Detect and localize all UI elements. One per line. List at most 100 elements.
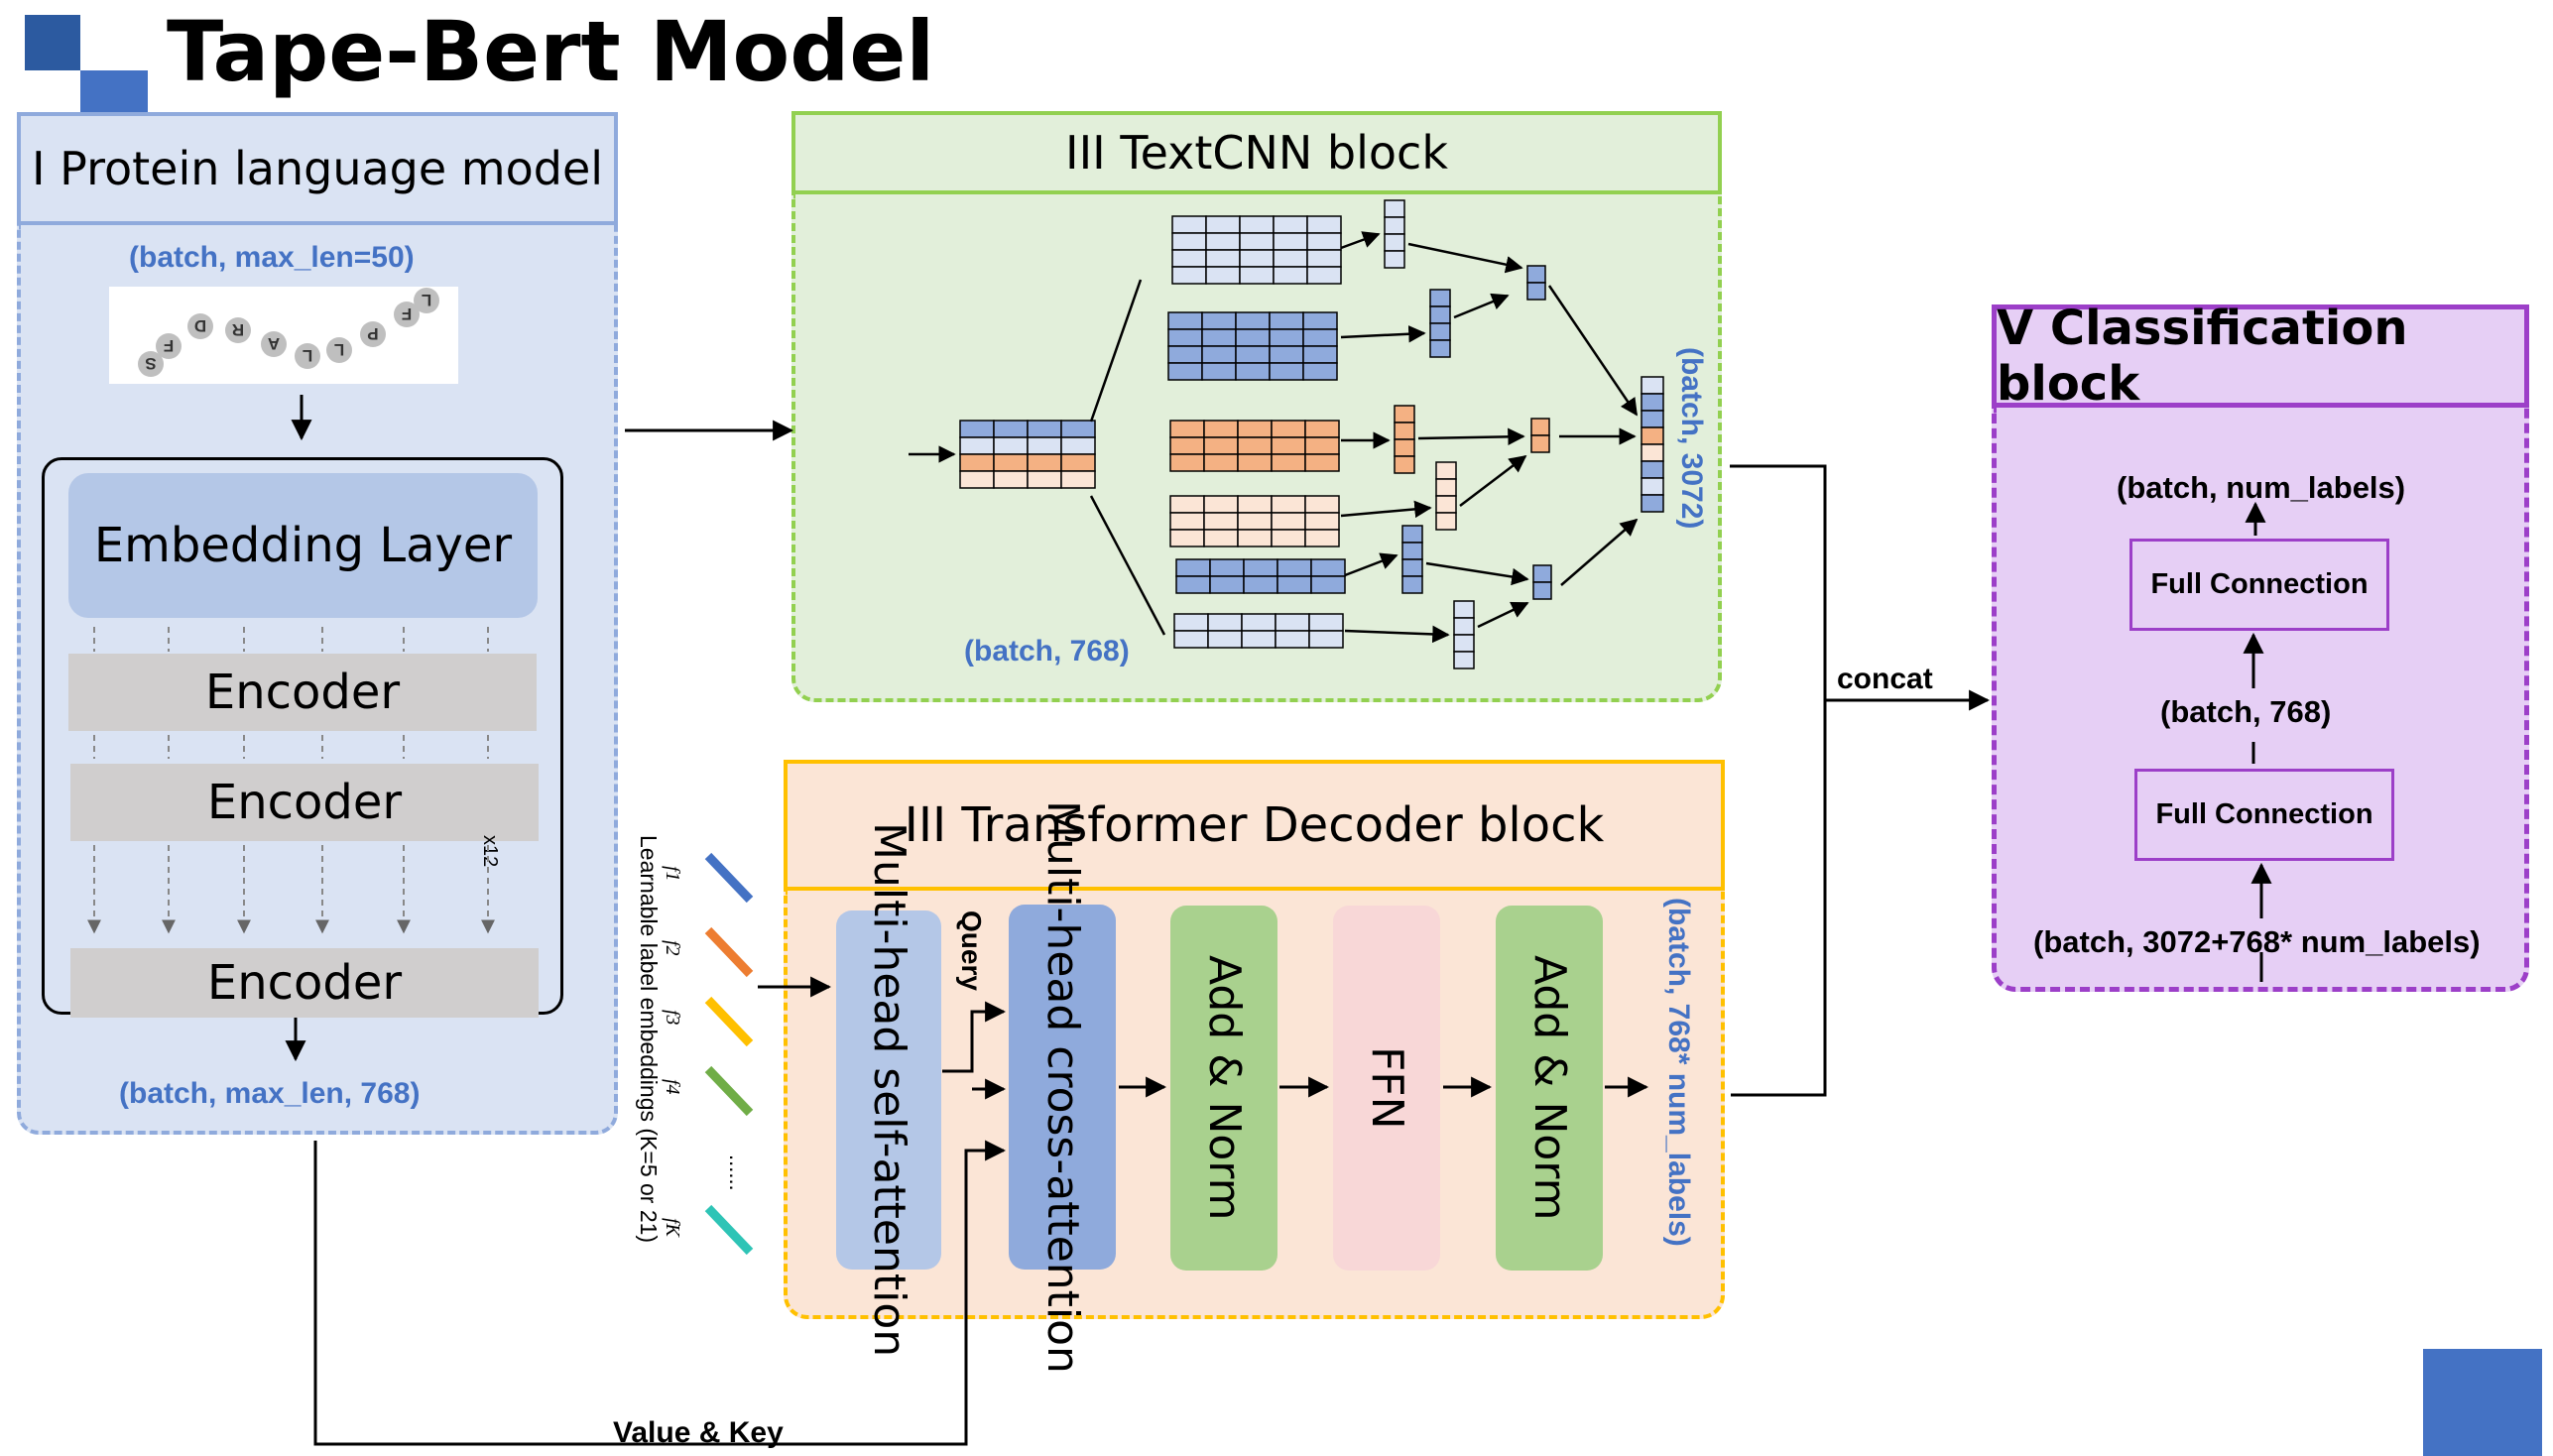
feature-vector-cell	[1435, 461, 1457, 480]
concat-label: concat	[1837, 663, 1933, 695]
conv-map-cell	[1203, 453, 1239, 472]
conv-map-cell	[1302, 328, 1338, 347]
encoder-dashed-arrows	[87, 627, 495, 934]
feature-vector-cell	[1401, 525, 1423, 544]
cross-attention-label: Multi-head cross-attention	[1037, 800, 1088, 1374]
cnn-input-cell	[993, 436, 1029, 455]
conv-map-cell	[1203, 495, 1239, 514]
feature-vector-cell	[1435, 512, 1457, 531]
protein-block-title: I Protein language model	[17, 112, 618, 225]
conv-map-cell	[1276, 558, 1312, 577]
encoder-2: Encoder	[70, 764, 539, 841]
conv-map-cell	[1205, 266, 1241, 285]
conv-map-cell	[1302, 362, 1338, 381]
conv-map-cell	[1304, 436, 1340, 455]
self-attention-block: Multi-head self-attention	[836, 822, 941, 1358]
label-embedding-stick	[704, 1065, 754, 1117]
conv-map-cell	[1269, 328, 1304, 347]
feature-vector-cell	[1453, 651, 1475, 669]
conv-map-cell	[1310, 558, 1346, 577]
conv-map-cell	[1239, 249, 1275, 268]
conv-map-cell	[1269, 362, 1304, 381]
conv-map-cell	[1205, 215, 1241, 234]
conv-map-cell	[1235, 311, 1271, 330]
conv-map-cell	[1239, 266, 1275, 285]
protein-output-shape: (batch, max_len, 768)	[119, 1077, 421, 1110]
conv-map-cell	[1239, 215, 1275, 234]
sequence-bead	[326, 337, 352, 363]
pooled-cell	[1532, 581, 1552, 600]
concat-vector-cell	[1641, 443, 1664, 462]
cnn-input-cell	[959, 436, 995, 455]
conv-map-cell	[1207, 613, 1243, 632]
conv-map-cell	[1173, 630, 1209, 649]
sequence-bead	[187, 313, 213, 339]
conv-map-cell	[1273, 249, 1308, 268]
cnn-input-cell	[1060, 453, 1096, 472]
feature-vector-cell	[1401, 575, 1423, 594]
conv-map-cell	[1205, 249, 1241, 268]
cnn-input-cell	[1027, 420, 1062, 438]
conv-map-cell	[1302, 345, 1338, 364]
conv-map-cell	[1207, 630, 1243, 649]
conv-map-cell	[1239, 232, 1275, 251]
cnn-input-cell	[993, 470, 1029, 489]
pooled-cell	[1530, 418, 1550, 436]
feature-vector-cell	[1401, 542, 1423, 560]
concat-vector-cell	[1641, 376, 1664, 395]
cnn-input-cell	[1027, 453, 1062, 472]
conv-map-cell	[1241, 613, 1276, 632]
conv-map-cell	[1203, 512, 1239, 531]
conv-map-cell	[1271, 453, 1306, 472]
conv-map-cell	[1269, 311, 1304, 330]
concat-vector-cell	[1641, 426, 1664, 445]
conv-map-cell	[1275, 630, 1310, 649]
conv-map-cell	[1171, 249, 1207, 268]
feature-vector-cell	[1384, 216, 1405, 235]
label-name: f1	[662, 866, 683, 882]
classification-output-shape: (batch, num_labels)	[2117, 470, 2406, 505]
conv-map-cell	[1306, 249, 1342, 268]
conv-map-cell	[1306, 232, 1342, 251]
sequence-letter: L	[334, 340, 344, 359]
conv-map-cell	[1171, 232, 1207, 251]
conv-map-cell	[1276, 575, 1312, 594]
feature-vector-cell	[1453, 617, 1475, 636]
conv-map-cell	[1273, 232, 1308, 251]
textcnn-input-shape: (batch, 768)	[964, 635, 1130, 667]
pooled-cell	[1526, 282, 1546, 301]
conv-map-cell	[1169, 436, 1205, 455]
label-embedding-stick	[704, 926, 754, 978]
cnn-input-cell	[1060, 436, 1096, 455]
feature-vector-cell	[1429, 305, 1451, 324]
conv-map-cell	[1203, 529, 1239, 547]
conv-map-cell	[1171, 266, 1207, 285]
ffn-block: FFN	[1333, 906, 1440, 1271]
conv-map-cell	[1304, 495, 1340, 514]
embedding-layer: Embedding Layer	[68, 473, 538, 618]
conv-map-cell	[1169, 420, 1205, 438]
conv-map-cell	[1271, 512, 1306, 531]
concat-vector-cell	[1641, 494, 1664, 513]
conv-map-cell	[1175, 558, 1211, 577]
feature-vector-cell	[1435, 495, 1457, 514]
pooled-cell	[1532, 564, 1552, 583]
textcnn-feature-maps	[909, 199, 1664, 669]
connector-lines	[285, 395, 2272, 1446]
conv-map-cell	[1243, 575, 1278, 594]
cnn-input-cell	[959, 470, 995, 489]
conv-map-cell	[1310, 575, 1346, 594]
sequence-bead	[225, 317, 251, 343]
conv-map-cell	[1173, 613, 1209, 632]
conv-map-cell	[1237, 453, 1273, 472]
encoder-3: Encoder	[70, 948, 539, 1018]
feature-vector-cell	[1453, 634, 1475, 653]
conv-map-cell	[1201, 328, 1237, 347]
feature-vector-cell	[1394, 422, 1415, 440]
conv-map-cell	[1237, 495, 1273, 514]
conv-map-cell	[1167, 362, 1203, 381]
add-norm-block-1: Add & Norm	[1170, 906, 1277, 1271]
